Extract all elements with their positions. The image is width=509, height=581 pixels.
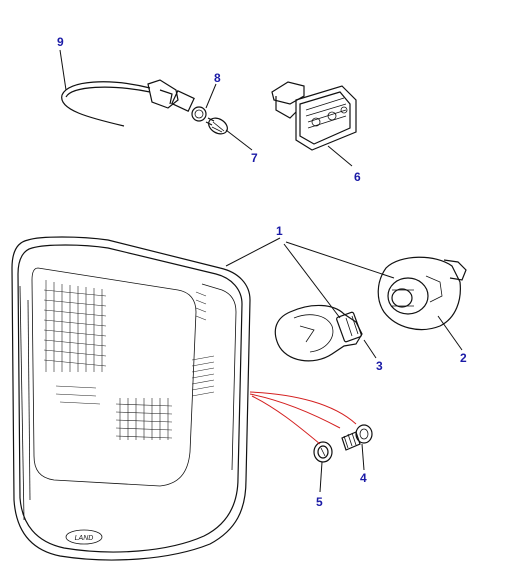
grommet-part-5 (313, 441, 333, 463)
callout-1: 1 (276, 224, 283, 238)
screw-part-4 (341, 424, 373, 451)
callout-7: 7 (251, 151, 258, 165)
callout-2: 2 (460, 351, 467, 365)
bulb-socket-part-2 (377, 256, 467, 331)
small-bulb-part-7 (205, 117, 228, 135)
bulb-holder-part-8 (147, 79, 207, 122)
lens-hatching (43, 280, 215, 440)
lens-logo-oval (65, 529, 103, 545)
callout-5: 5 (316, 495, 323, 509)
indicator-lamp-lens-part-1: LAND (11, 236, 251, 561)
leader-lines (59, 49, 463, 493)
wire-harness-part-9 (61, 81, 151, 127)
callout-6: 6 (354, 170, 361, 184)
side-repeater-lamp-part-6 (271, 81, 357, 151)
callout-9: 9 (57, 35, 64, 49)
callout-4: 4 (360, 471, 367, 485)
bulb-part-3 (274, 304, 363, 362)
callout-3: 3 (376, 359, 383, 373)
callout-8: 8 (214, 71, 221, 85)
lens-logo-text: LAND (75, 535, 94, 542)
callout-labels: 9 8 7 6 1 3 2 4 5 (57, 35, 467, 509)
